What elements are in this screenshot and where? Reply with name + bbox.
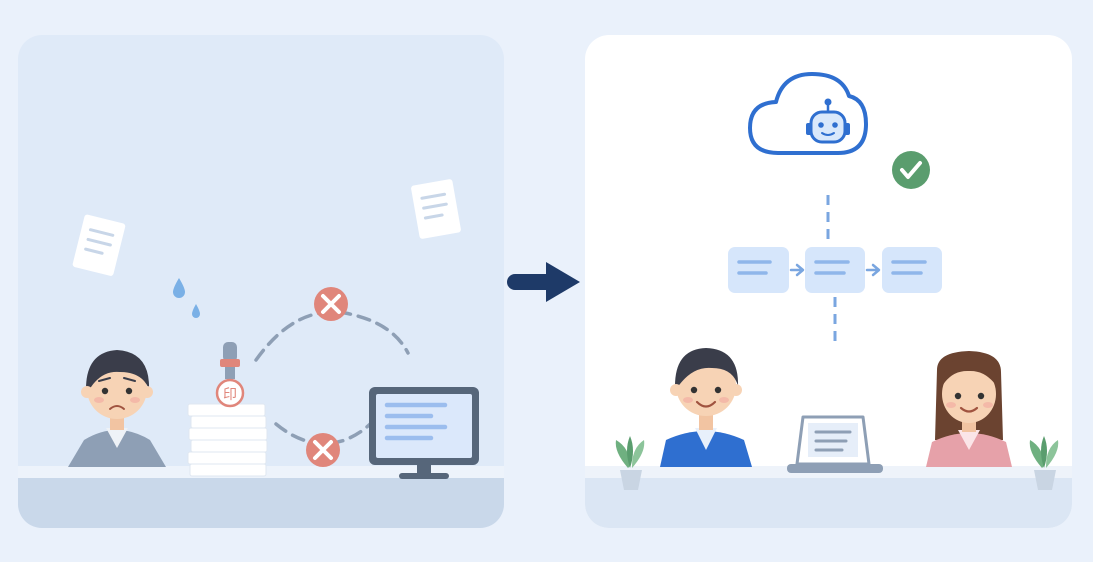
- workflow-arrow-icon: [865, 263, 881, 277]
- before-desk: [18, 478, 504, 528]
- sweat-drop-icon: [173, 278, 185, 298]
- monitor-icon: [369, 387, 479, 479]
- paper-document-icon: [411, 179, 461, 239]
- workflow-step: [728, 247, 789, 293]
- paper-stack: [187, 403, 268, 477]
- before-panel: 印: [18, 35, 504, 528]
- paper-document-icon: [72, 214, 126, 276]
- sweat-drop-icon: [192, 304, 200, 318]
- error-x-icon: [306, 433, 340, 467]
- plant-icon: [1029, 436, 1059, 490]
- right-arrow-icon: [507, 262, 580, 302]
- error-x-icon: [314, 287, 348, 321]
- plant-icon: [615, 436, 645, 490]
- workflow-step: [882, 247, 942, 293]
- happy-worker: [660, 348, 752, 467]
- workflow-step: [805, 247, 865, 293]
- robot-icon: [806, 98, 850, 144]
- workflow-arrow-icon: [789, 263, 805, 277]
- after-panel: [585, 35, 1072, 528]
- laptop-icon: [787, 415, 883, 473]
- stamp-character: 印: [223, 387, 237, 403]
- stressed-worker: [68, 350, 166, 467]
- after-desk: [585, 478, 1072, 528]
- happy-colleague: [926, 351, 1012, 467]
- stamp-icon: 印: [215, 342, 245, 408]
- check-icon: [892, 151, 930, 189]
- broken-process-loop: [274, 420, 374, 446]
